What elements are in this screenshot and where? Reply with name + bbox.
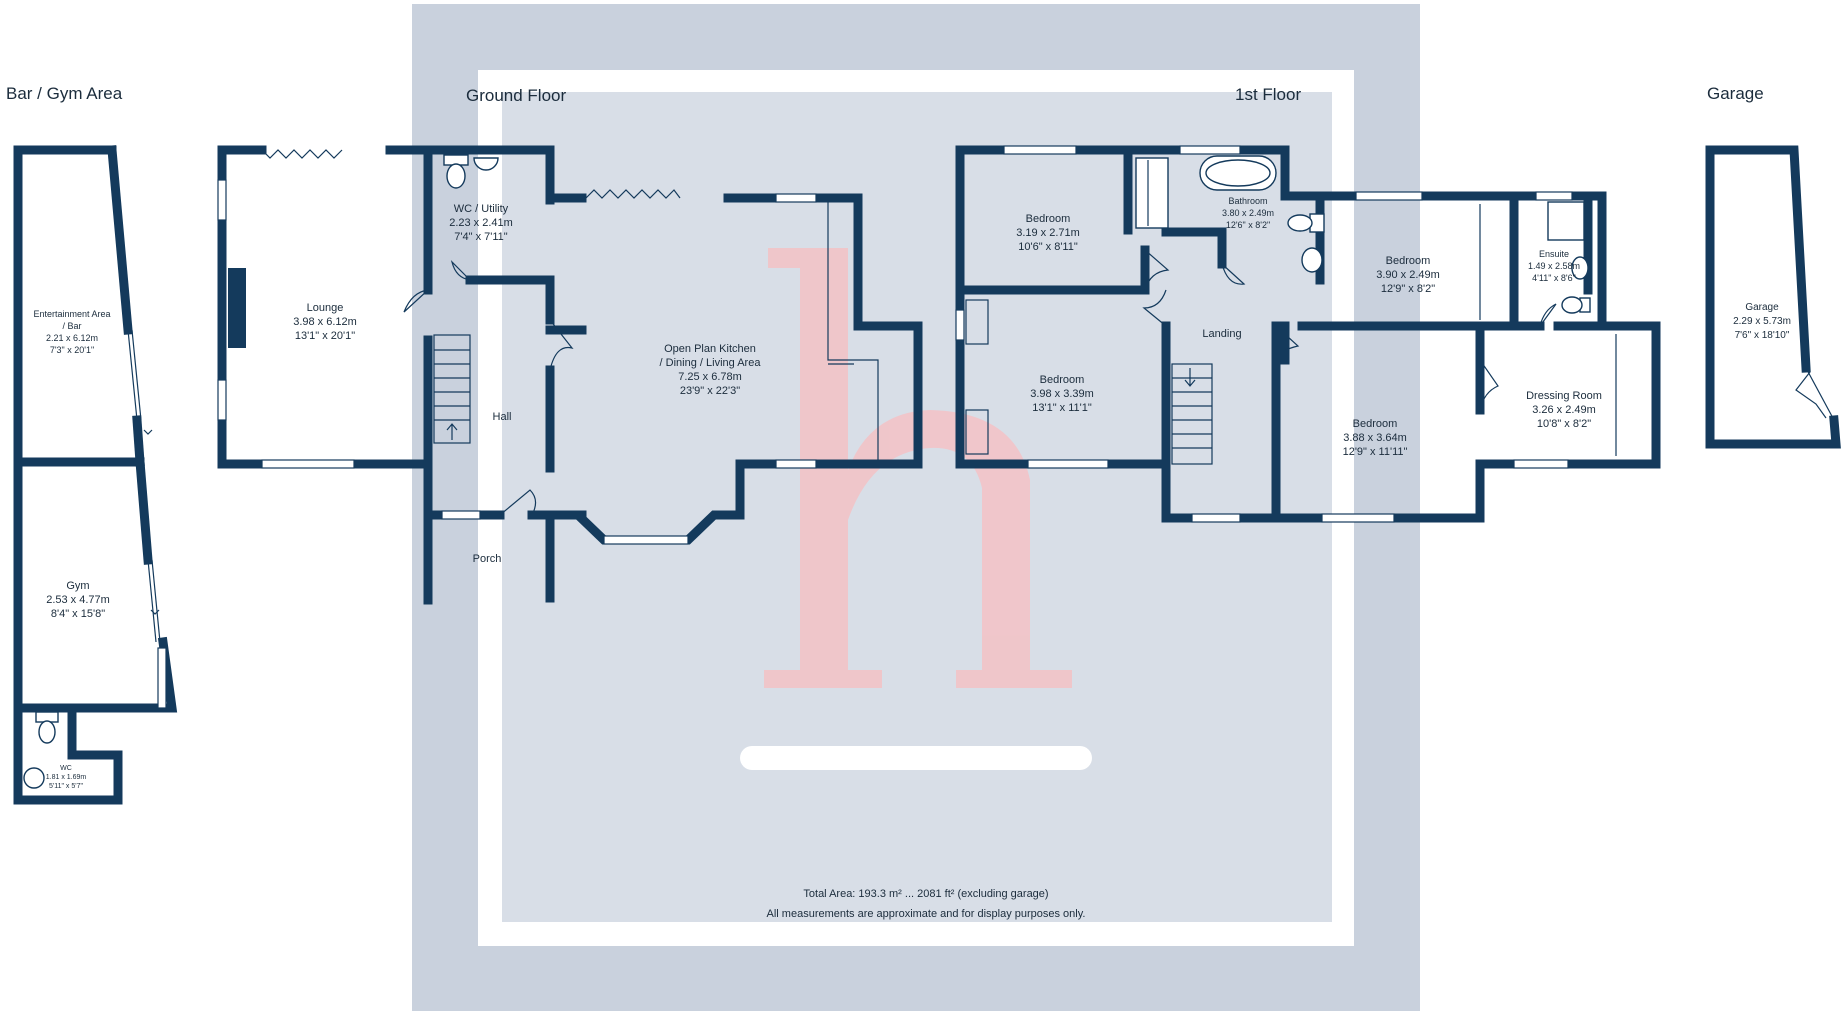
room-metric: 2.21 x 6.12m [46, 333, 98, 343]
room-imperial: 23'9" x 22'3" [680, 385, 740, 397]
room-imperial: 7'3" x 20'1" [50, 345, 94, 355]
room-imperial: 10'8" x 8'2" [1537, 418, 1591, 430]
watermark [412, 4, 1420, 1011]
room-hall: Hall [493, 411, 512, 423]
room-metric: 3.88 x 3.64m [1343, 432, 1407, 444]
room-garage: Garage 2.29 x 5.73m 7'6" x 18'10" [1733, 302, 1791, 341]
room-porch: Porch [473, 553, 502, 565]
door-swing-icon [1142, 289, 1167, 327]
room-imperial: 13'1" x 11'1" [1032, 402, 1092, 414]
section-title-garage: Garage [1707, 84, 1764, 103]
room-entertainment: Entertainment Area / Bar 2.21 x 6.12m 7'3… [33, 309, 110, 355]
section-title-ground-floor: Ground Floor [466, 86, 566, 105]
door-swing-icon [499, 489, 537, 516]
room-metric: 3.26 x 2.49m [1532, 404, 1596, 416]
garage-plan [1705, 145, 1841, 449]
room-wc-utility: WC / Utility 2.23 x 2.41m 7'4" x 7'11" [449, 203, 513, 243]
room-name: Bedroom [1353, 418, 1398, 430]
door-swing-icon [1275, 325, 1300, 361]
room-name: Bedroom [1040, 374, 1085, 386]
section-title-first-floor: 1st Floor [1235, 85, 1301, 104]
bar-gym-plan [13, 145, 178, 805]
section-title-bar-gym: Bar / Gym Area [6, 84, 123, 103]
room-name: Entertainment Area [33, 309, 110, 319]
room-imperial: 12'9" x 8'2" [1381, 283, 1435, 295]
room-metric: 3.98 x 6.12m [293, 316, 357, 328]
room-name: Bedroom [1026, 213, 1071, 225]
room-ensuite: Ensuite 1.49 x 2.58m 4'11" x 8'6" [1528, 249, 1580, 283]
room-bedroom-4: Bedroom 3.88 x 3.64m 12'9" x 11'11" [1343, 418, 1408, 458]
room-metric: 2.53 x 4.77m [46, 594, 110, 606]
room-metric: 3.80 x 2.49m [1222, 208, 1274, 218]
room-name: Bedroom [1386, 255, 1431, 267]
room-metric: 1.49 x 2.58m [1528, 261, 1580, 271]
room-bedroom-1: Bedroom 3.19 x 2.71m 10'6" x 8'11" [1016, 213, 1080, 253]
room-name: Ensuite [1539, 249, 1569, 259]
room-dressing: Dressing Room 3.26 x 2.49m 10'8" x 8'2" [1526, 390, 1602, 430]
room-imperial: 10'6" x 8'11" [1018, 241, 1078, 253]
door-swing-icon [1539, 303, 1557, 327]
room-metric: 3.98 x 3.39m [1030, 388, 1094, 400]
room-bedroom-3: Bedroom 3.98 x 3.39m 13'1" x 11'1" [1030, 374, 1094, 414]
room-imperial: 5'11" x 5'7" [49, 783, 83, 790]
room-name-line2: / Dining / Living Area [660, 357, 762, 369]
door-swing-icon [1144, 249, 1170, 291]
room-name: WC [60, 765, 72, 772]
room-imperial: 7'6" x 18'10" [1735, 330, 1790, 341]
disclaimer: All measurements are approximate and for… [767, 908, 1086, 920]
watermark-bar [740, 746, 1092, 770]
room-landing: Landing [1202, 328, 1241, 340]
room-gym: Gym 2.53 x 4.77m 8'4" x 15'8" [46, 580, 110, 620]
room-name-line1: Open Plan Kitchen [664, 343, 756, 355]
room-imperial: 12'9" x 11'11" [1343, 446, 1408, 458]
svg-text:Entertainment Area/ Bar: Entertainment Area / Bar [33, 309, 110, 331]
room-imperial: 4'11" x 8'6" [1532, 273, 1576, 283]
stairs-icon [1171, 363, 1213, 465]
room-metric: 7.25 x 6.78m [678, 371, 742, 383]
door-swing-icon [1479, 359, 1499, 411]
total-area: Total Area: 193.3 m² ... 2081 ft² (exclu… [803, 888, 1048, 900]
room-name: Open Plan Kitchen / Dining / Living Area [660, 343, 762, 369]
door-swing-icon [403, 289, 429, 313]
door-swing-icon [1221, 263, 1246, 285]
stairs-icon [433, 334, 471, 444]
room-bedroom-2: Bedroom 3.90 x 2.49m 12'9" x 8'2" [1376, 255, 1440, 295]
room-name: Dressing Room [1526, 390, 1602, 402]
room-imperial: 7'4" x 7'11" [454, 231, 507, 243]
room-name: Gym [66, 580, 89, 592]
room-gym-wc: WC 1.81 x 1.69m 5'11" x 5'7" [46, 765, 87, 790]
room-metric: 2.29 x 5.73m [1733, 316, 1791, 327]
door-swing-icon [450, 260, 471, 281]
room-metric: 3.19 x 2.71m [1016, 227, 1080, 239]
room-lounge: Lounge 3.98 x 6.12m 13'1" x 20'1" [293, 302, 357, 342]
room-kitchen: Open Plan Kitchen/ Dining / Living Area … [660, 343, 762, 397]
room-name: Garage [1745, 302, 1779, 313]
room-metric: 1.81 x 1.69m [46, 774, 87, 781]
room-metric: 2.23 x 2.41m [449, 217, 513, 229]
room-name: Bathroom [1228, 196, 1267, 206]
room-imperial: 12'6" x 8'2" [1226, 220, 1270, 230]
door-swing-icon [549, 319, 574, 371]
room-name: WC / Utility [454, 203, 509, 215]
room-metric: 3.90 x 2.49m [1376, 269, 1440, 281]
room-name: Lounge [307, 302, 344, 314]
room-imperial: 13'1" x 20'1" [295, 330, 355, 342]
first-floor-plan [955, 145, 1661, 523]
room-name-line2: / Bar [62, 321, 81, 331]
ground-floor-plan [217, 145, 923, 605]
room-imperial: 8'4" x 15'8" [51, 608, 105, 620]
room-bathroom: Bathroom 3.80 x 2.49m 12'6" x 8'2" [1222, 196, 1274, 230]
